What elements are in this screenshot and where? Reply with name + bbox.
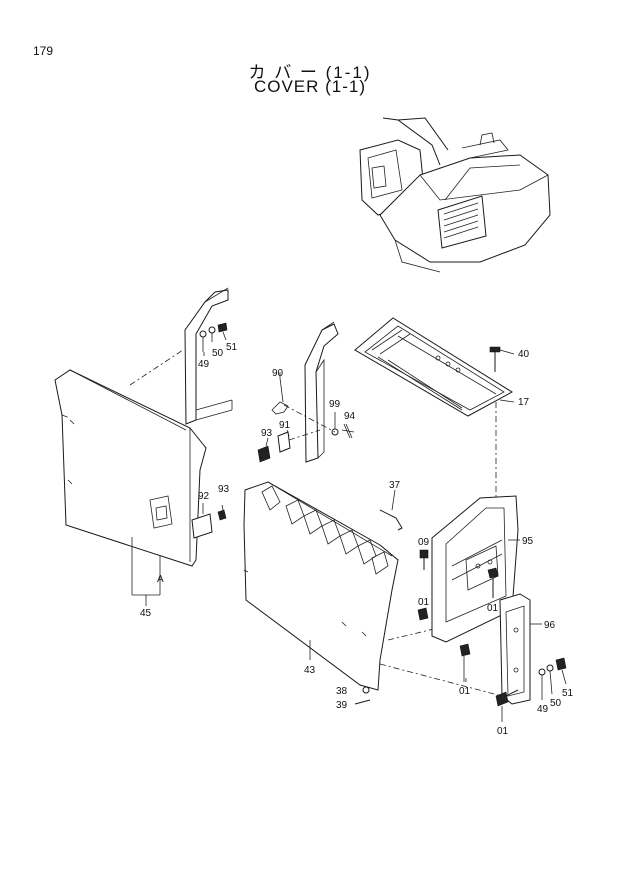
right-frame-95	[431, 495, 519, 643]
callout-17: 17	[518, 397, 530, 408]
bolt-93-right	[217, 504, 227, 521]
callout-01-upper: 01	[418, 597, 430, 608]
callout-39: 39	[336, 700, 348, 711]
center-support-bracket	[304, 321, 339, 463]
callout-51-lower: 51	[562, 688, 574, 699]
bolt-09	[419, 549, 429, 570]
callout-01-lower: 01	[497, 726, 509, 737]
callout-37: 37	[389, 480, 401, 491]
callout-91: 91	[279, 420, 291, 431]
callout-94: 94	[344, 411, 356, 422]
stay-91	[277, 429, 291, 453]
callout-45: 45	[140, 608, 152, 619]
right-plate-96	[499, 593, 531, 705]
callout-38: 38	[336, 686, 348, 697]
excavator-overview-illustration	[359, 117, 551, 273]
bolt-set-49-50-51-lower	[538, 657, 567, 700]
callout-50-lower: 50	[550, 698, 562, 709]
callout-40: 40	[518, 349, 530, 360]
title-japanese: カ バ ー (1-1)	[248, 63, 372, 82]
bolt-01-lower	[495, 689, 519, 722]
callout-93-right: 93	[218, 484, 230, 495]
callout-09: 09	[418, 537, 430, 548]
callout-A: A	[157, 574, 164, 585]
callout-95: 95	[522, 536, 534, 547]
left-door-cover-45	[54, 369, 207, 606]
callout-93-left: 93	[261, 428, 273, 439]
bolt-40	[489, 346, 501, 372]
left-mounting-bracket	[184, 287, 233, 425]
pin-39	[354, 699, 371, 705]
page-number: 179	[33, 44, 54, 58]
bolt-01-frame	[487, 567, 499, 598]
bolt-38	[362, 686, 370, 694]
callout-51-upper: 51	[226, 342, 238, 353]
latch-92	[191, 503, 213, 539]
callout-90: 90	[272, 368, 284, 379]
callout-43: 43	[304, 665, 316, 676]
callout-50-upper: 50	[212, 348, 224, 359]
callout-99: 99	[329, 399, 341, 410]
rod-37	[379, 489, 403, 531]
spring-94-pin-99	[331, 412, 355, 439]
title-english: COVER (1-1)	[253, 77, 367, 96]
side-door-43	[243, 481, 399, 691]
callout-01-middle: 01	[459, 686, 471, 697]
callout-92: 92	[198, 491, 210, 502]
bolt-set-49-50-51-upper	[199, 322, 228, 352]
bolt-01-upper	[417, 607, 429, 621]
callout-01-frame: 01	[487, 603, 499, 614]
callout-96: 96	[544, 620, 556, 631]
callout-49-upper: 49	[198, 359, 210, 370]
bracket-90	[271, 377, 289, 415]
callout-49-lower: 49	[537, 704, 549, 715]
bolt-93-left	[257, 437, 271, 463]
top-cover-plate-17	[354, 317, 513, 417]
bolt-01-middle	[459, 643, 471, 682]
